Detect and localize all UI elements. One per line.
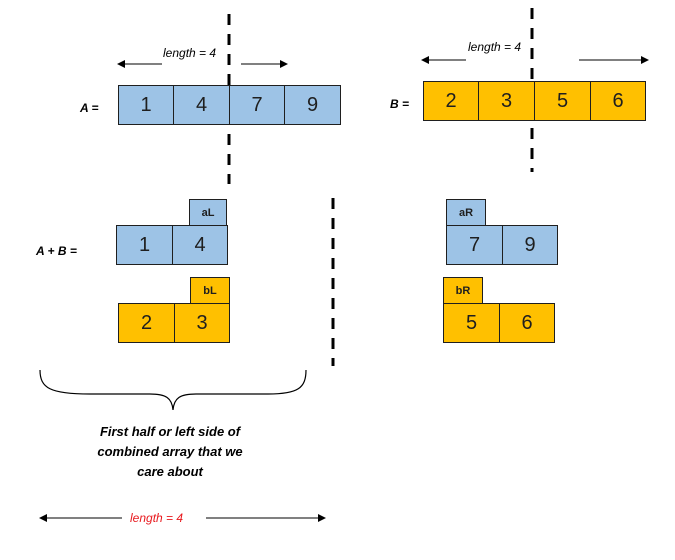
array-b-cell: 5 (534, 81, 591, 121)
array-a-cell: 4 (173, 85, 230, 125)
bL-cell: 3 (174, 303, 230, 343)
a-length-label: length = 4 (163, 46, 217, 60)
bL-cell: 2 (118, 303, 175, 343)
aR-cell: 9 (502, 225, 558, 265)
array-a-label: A = (80, 101, 99, 115)
aR-cell: 7 (446, 225, 503, 265)
aL-cell: 1 (116, 225, 173, 265)
brace-caption: First half or left side of combined arra… (97, 424, 243, 479)
array-b-label: B = (390, 97, 410, 111)
aR-tag: aR (446, 199, 486, 226)
bR-tag: bR (443, 277, 483, 304)
array-b-cell: 6 (590, 81, 646, 121)
aL-tag: aL (189, 199, 227, 226)
combined-label: A + B = (36, 244, 77, 258)
array-b-cell: 3 (478, 81, 535, 121)
bL-tag: bL (190, 277, 230, 304)
bR-cell: 6 (499, 303, 555, 343)
b-length-label: length = 4 (468, 40, 522, 54)
bR-cell: 5 (443, 303, 500, 343)
aL-cell: 4 (172, 225, 228, 265)
left-half-brace (39, 369, 307, 411)
array-a-cell: 1 (118, 85, 174, 125)
array-a-cell: 7 (229, 85, 285, 125)
array-a-cell: 9 (284, 85, 341, 125)
array-b-cell: 2 (423, 81, 479, 121)
bottom-length-label: length = 4 (130, 511, 184, 525)
